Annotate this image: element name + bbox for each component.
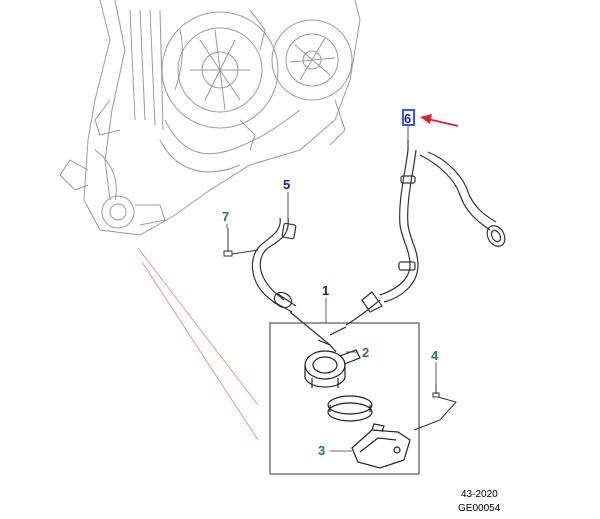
auxiliary-coolant-pump — [304, 326, 361, 388]
engine-radiator-assembly — [59, 0, 361, 236]
sight-lines — [137, 247, 259, 441]
coolant-hose-assembly-right — [345, 140, 506, 326]
callout-2: 2 — [362, 345, 369, 360]
callout-1: 1 — [322, 283, 329, 298]
pump-mounting-bracket-rubber — [327, 395, 373, 422]
red-pointer-arrow — [420, 114, 459, 127]
coolant-hose-center — [251, 217, 331, 346]
footer-figure-id: GE00054 — [458, 503, 501, 514]
callout-5: 5 — [283, 177, 290, 192]
callout-3: 3 — [318, 443, 325, 458]
detail-frame — [269, 322, 420, 475]
callout-7: 7 — [222, 209, 229, 224]
callout-4: 4 — [431, 348, 439, 363]
callout-6: 6 — [404, 111, 411, 126]
bolt-4 — [413, 384, 457, 431]
callout-6-highlighted: 6 — [402, 109, 415, 126]
callout-leaders — [226, 126, 437, 452]
footer-date-code: 43-2020 — [461, 489, 498, 500]
pump-bracket — [351, 423, 411, 469]
bolt-7 — [223, 228, 259, 257]
